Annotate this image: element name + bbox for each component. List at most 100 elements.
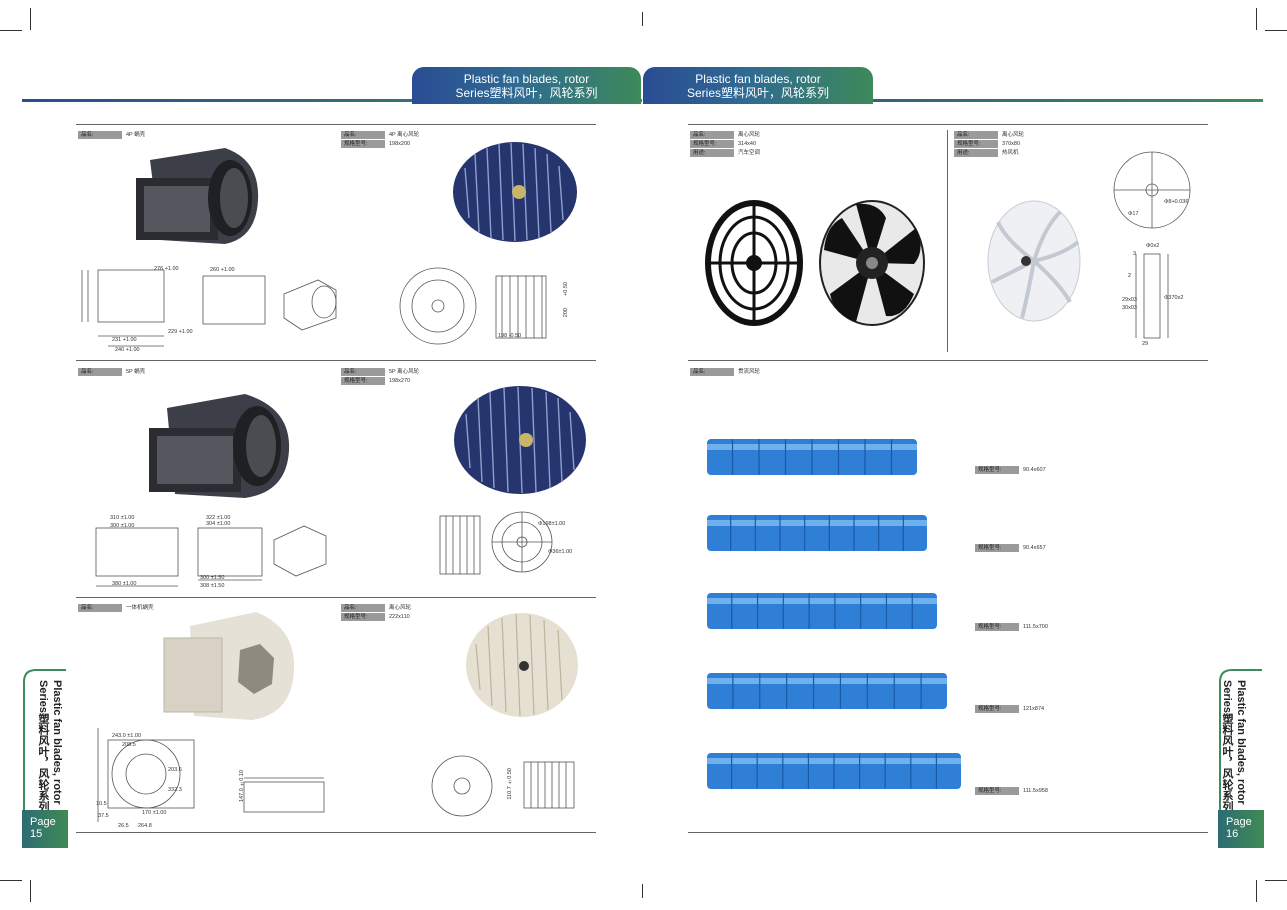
dim-label: 380 ±1.00 (112, 581, 137, 587)
dim-label: 308 ±1.50 (200, 583, 225, 589)
dim-label: 10.5 (96, 801, 107, 807)
usage-label: 用途:汽车空调 (690, 149, 760, 157)
spec-label: 规格型号:90.4x607 (975, 466, 1046, 474)
axial-fan-image (819, 200, 925, 326)
side-title-line2: Series塑料风叶，风轮系列 (37, 680, 49, 813)
section-divider (688, 832, 1208, 833)
crossflow-rotor-image (707, 673, 947, 709)
section-divider (76, 360, 596, 361)
crop-mark (1265, 880, 1287, 881)
wheel-drawing (431, 755, 575, 817)
dim-label: 229 +1.00 (168, 329, 193, 335)
header-rule-left (22, 99, 642, 102)
dim-label: 147.0 ±0.10 (239, 770, 245, 802)
crossflow-rotor-image (707, 753, 961, 789)
dim-label: 200 (563, 308, 569, 318)
section-divider (688, 360, 1208, 361)
crop-mark (1256, 8, 1257, 30)
product-label: 品名:5P 离心风轮 (341, 368, 419, 376)
wheel-drawing (399, 267, 547, 345)
crop-mark (0, 30, 22, 31)
fan-guard-image (705, 200, 803, 326)
page-number: 16 (1226, 828, 1239, 840)
product-label: 品名:离心风轮 (341, 604, 411, 612)
dim-label: 30x03 (1122, 305, 1137, 311)
dim-label: 29 (1142, 341, 1149, 347)
side-title-line1: Plastic fan blades, rotor (1235, 680, 1247, 805)
page-number: 15 (30, 828, 43, 840)
spec-label: 规格型号:198x270 (341, 377, 410, 385)
column-divider (947, 130, 948, 352)
section-divider (76, 124, 596, 125)
dim-label: Φ36±1.00 (548, 549, 573, 555)
impeller-drawing (1113, 151, 1191, 339)
product-label: 品名:一体机蜗壳 (78, 604, 154, 612)
volute-housing-image (149, 394, 290, 498)
product-label: 品名:4P 离心风轮 (341, 131, 419, 139)
dim-label: 37.5 (98, 813, 109, 819)
dim-label: 208.5 (122, 742, 136, 748)
dim-label: 243.0 ±1.00 (112, 733, 142, 739)
usage-label: 用途:热风机 (954, 149, 1019, 157)
dim-label: 29x03 (1122, 297, 1137, 303)
section-divider (688, 124, 1208, 125)
crossflow-rotor-image (707, 515, 927, 551)
page-side-tab: Plastic fan blades, rotor Series塑料风叶，风轮系… (22, 668, 68, 848)
series-banner-right: Plastic fan blades, rotor Series塑料风叶，风轮系… (643, 67, 873, 104)
spec-label: 规格型号:314x40 (690, 140, 756, 148)
volute-housing-image (136, 148, 259, 244)
housing-drawing (95, 525, 327, 587)
crop-mark (0, 880, 22, 881)
spec-label: 规格型号:370x80 (954, 140, 1020, 148)
crop-mark (1265, 30, 1287, 31)
side-tab-outline (1219, 669, 1262, 848)
blower-wheel-image (454, 386, 586, 494)
dim-label: 2 (1128, 273, 1132, 279)
dim-label: Φ198±1.00 (538, 521, 566, 527)
dim-label: 170 ±1.00 (142, 810, 167, 816)
wheel-drawing (439, 511, 553, 575)
dim-label: 3 (1133, 251, 1137, 257)
dim-label: 26.5 (118, 823, 129, 829)
dim-label: +0.50 (563, 282, 569, 296)
spec-label: 规格型号:121x874 (975, 705, 1044, 713)
housing-drawing (97, 728, 325, 822)
section-divider (76, 832, 596, 833)
blower-wheel-image (453, 142, 577, 242)
centrifugal-impeller-image (987, 200, 1081, 322)
dim-label: 260 +1.00 (210, 267, 235, 273)
dim-label: 300 ±1.00 (110, 523, 135, 529)
page-number-badge: Page 16 (1218, 810, 1264, 848)
banner-title-line2: Series塑料风叶，风轮系列 (455, 86, 598, 100)
crossflow-rotor-image (707, 593, 937, 629)
product-label: 品名:离心风轮 (690, 131, 760, 139)
side-tab-outline (23, 669, 66, 848)
banner-title-line1: Plastic fan blades, rotor (695, 72, 821, 86)
product-label: 品名:离心风轮 (954, 131, 1024, 139)
crossflow-rotor-image (707, 439, 917, 475)
blower-wheel-image (466, 613, 578, 717)
side-title-line2: Series塑料风叶，风轮系列 (1221, 680, 1233, 813)
spec-label: 规格型号:90.4x657 (975, 544, 1046, 552)
page-side-tab: Plastic fan blades, rotor Series塑料风叶，风轮系… (1218, 668, 1264, 848)
dim-label: 304 ±1.00 (206, 521, 231, 527)
spec-label: 规格型号:111.5x958 (975, 787, 1048, 795)
product-label: 品名:5P 蜗壳 (78, 368, 145, 376)
spec-label: 规格型号:222x110 (341, 613, 410, 621)
series-banner-left: Plastic fan blades, rotor Series塑料风叶，风轮系… (412, 67, 641, 104)
page-label: Page (30, 816, 56, 828)
housing-3d-drawing (283, 279, 337, 331)
dim-label: 332.3 (168, 787, 182, 793)
crop-mark (30, 8, 31, 30)
crop-mark (1256, 880, 1257, 902)
section-divider (76, 597, 596, 598)
dim-label: 300 ±1.50 (200, 575, 225, 581)
page-label: Page (1226, 816, 1252, 828)
volute-housing-image (163, 612, 295, 720)
dim-label: 203.6 (168, 767, 182, 773)
spec-label: 规格型号:111.5x700 (975, 623, 1048, 631)
dim-label: 240 +1.00 (115, 347, 140, 353)
dim-label: Φ17 (1128, 211, 1139, 217)
crop-mark (642, 884, 643, 898)
